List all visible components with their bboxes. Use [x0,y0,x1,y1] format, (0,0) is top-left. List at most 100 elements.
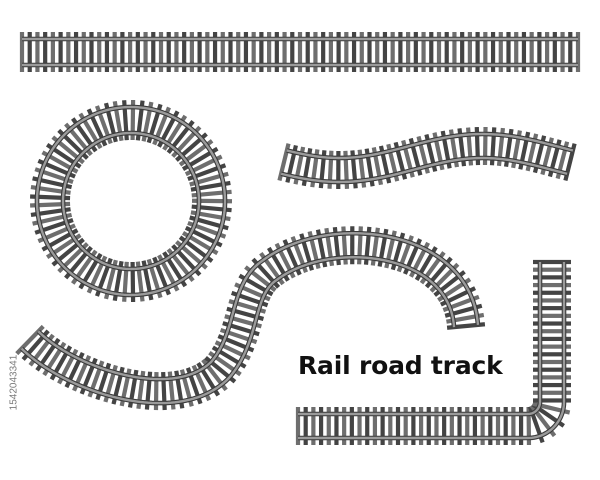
track-tie [488,407,493,445]
track-tie [533,298,571,303]
track-tie [449,407,454,445]
track-tie [153,372,159,411]
track-tie [403,407,408,445]
track-tie [533,344,571,349]
track-tie [375,32,380,72]
track-tie [490,32,496,72]
track-tie [526,406,532,445]
track-tie [533,359,571,365]
track-tie [212,32,218,72]
track-tie [436,32,442,72]
track-tie [220,32,225,72]
rail [61,131,201,271]
track-tie [290,32,295,72]
track-tie [426,407,431,445]
track-tie [236,32,241,72]
track-tie [475,32,480,72]
track-tie [533,382,571,388]
track-tie [529,32,534,72]
track-tie [514,32,519,72]
track-tie [359,32,364,72]
rail [286,132,574,160]
track-tie [190,180,231,192]
track-tie [187,163,227,182]
track-tie [81,32,86,72]
track-tie [103,102,118,143]
track-tie [533,259,571,265]
track-tie [367,32,372,72]
track-tie [122,100,129,141]
track-tie [465,407,470,445]
track-tie [533,282,571,288]
track-tie [382,32,388,72]
track-tie [489,127,497,166]
track-tie [406,32,411,72]
track-tie [130,261,136,303]
track-tie [328,32,333,72]
track-tie [135,261,145,302]
track-tie [533,390,571,395]
track-tie [460,32,465,72]
track-tie [141,260,154,301]
track-tie [130,99,136,141]
track-tie [197,32,202,72]
track-tie [480,407,485,445]
track-tie [442,407,447,445]
track-tie [141,101,154,142]
track-tie [506,32,511,72]
track-tie [243,32,249,72]
track-tie [190,210,231,222]
track-tie [104,32,110,72]
track-tie [495,407,501,445]
track-tie [303,407,308,445]
track-tie [511,407,516,445]
track-tie [89,32,94,72]
track-tie [158,32,164,72]
track-tie [533,321,571,326]
track-tie [144,371,153,410]
track-tie [94,257,113,297]
track-tie [533,336,571,342]
track-tie [166,32,171,72]
track-tie [533,352,571,357]
track-tie [35,32,40,72]
track-tie [533,313,571,318]
rail [35,105,227,297]
track-tie [537,32,542,72]
track-tie [357,226,363,265]
track-tie [58,32,63,72]
corner-track [295,259,571,445]
rail [280,156,568,184]
track-tie [452,32,457,72]
track-tie [472,407,478,445]
track-tie [336,150,341,189]
track-tie [274,32,279,72]
track-tie [191,189,232,198]
track-tie [533,398,571,403]
track-tie [560,32,565,72]
track-tie [135,100,145,141]
track-tie [457,407,462,445]
track-tie [189,171,229,187]
track-tie [334,407,339,445]
track-tie [388,407,393,445]
track-tie [27,32,32,72]
track-tie [350,150,358,189]
rail [298,262,542,416]
track-tie [189,32,194,72]
wavy-track [277,126,577,189]
track-tie [112,100,124,142]
track-tie [444,32,449,72]
rail [298,262,566,440]
track-tie [465,127,474,166]
track-tie [146,258,163,299]
track-ties [19,32,581,72]
track-tie [518,407,524,445]
track-tie [533,275,571,280]
track-tie [533,267,571,272]
track-tie [151,32,156,72]
track-tie [182,32,187,72]
track-tie [94,105,113,145]
straight-track [19,32,581,72]
track-tie [305,32,310,72]
